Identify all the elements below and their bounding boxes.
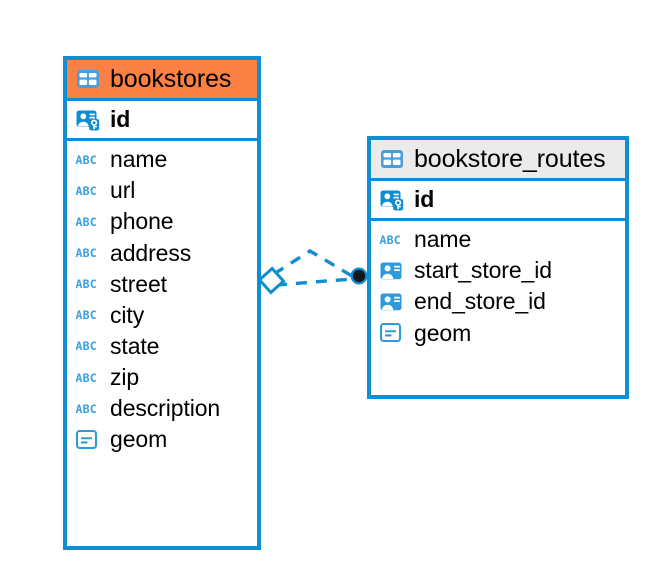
field-row-geom[interactable]: geom [371, 318, 625, 349]
svg-text:ABC: ABC [76, 371, 97, 385]
field-row-zip[interactable]: ABC zip [67, 362, 257, 393]
table-icon [379, 146, 405, 172]
field-label-end-store-id: end_store_id [414, 288, 546, 315]
field-label-start-store-id: start_store_id [414, 257, 552, 284]
text-field-icon: ABC [379, 229, 405, 251]
diamond-marker [257, 266, 286, 295]
entity-bookstores-field-list: ABC name ABC url ABC p [67, 141, 257, 459]
entity-bookstore-routes-header[interactable]: bookstore_routes [371, 140, 625, 181]
entity-bookstore-routes-field-list: ABC name start_store_id [371, 221, 625, 353]
filled-circle-marker [350, 267, 368, 285]
field-row-name[interactable]: ABC name [67, 144, 257, 175]
field-label-name: name [414, 226, 472, 253]
table-icon [75, 66, 101, 92]
field-label-id: id [110, 106, 131, 132]
primary-key-icon [379, 187, 405, 213]
field-row-phone[interactable]: ABC phone [67, 206, 257, 237]
field-label-street: street [110, 270, 167, 297]
svg-text:ABC: ABC [76, 308, 97, 322]
field-row-id[interactable]: id [371, 181, 625, 222]
field-label-description: description [110, 395, 221, 422]
text-field-icon: ABC [75, 273, 101, 295]
foreign-key-icon [379, 259, 405, 283]
entity-bookstore-routes[interactable]: bookstore_routes id [367, 136, 629, 399]
text-field-icon: ABC [75, 367, 101, 389]
field-label-zip: zip [110, 364, 140, 390]
field-row-geom[interactable]: geom [67, 424, 257, 455]
foreign-key-icon [379, 290, 405, 314]
field-label-geom: geom [414, 319, 472, 346]
field-label-name: name [110, 146, 168, 173]
field-label-state: state [110, 332, 160, 359]
field-row-state[interactable]: ABC state [67, 331, 257, 362]
geometry-field-icon [75, 428, 101, 452]
field-label-url: url [110, 177, 136, 204]
field-label-address: address [110, 239, 192, 266]
svg-text:ABC: ABC [76, 153, 97, 167]
field-label-phone: phone [110, 208, 174, 235]
field-row-description[interactable]: ABC description [67, 393, 257, 424]
text-field-icon: ABC [75, 335, 101, 357]
entity-bookstores-header[interactable]: bookstores [67, 60, 257, 101]
field-row-end-store-id[interactable]: end_store_id [371, 286, 625, 317]
field-row-address[interactable]: ABC address [67, 238, 257, 269]
text-field-icon: ABC [75, 304, 101, 326]
svg-text:ABC: ABC [76, 184, 97, 198]
text-field-icon: ABC [75, 149, 101, 171]
field-label-id: id [414, 186, 435, 212]
text-field-icon: ABC [75, 211, 101, 233]
relationship-line-upper [273, 249, 353, 278]
text-field-icon: ABC [75, 242, 101, 264]
field-row-id[interactable]: id [67, 101, 257, 142]
text-field-icon: ABC [75, 180, 101, 202]
entity-bookstore-routes-title: bookstore_routes [414, 145, 606, 173]
field-row-name[interactable]: ABC name [371, 224, 625, 255]
svg-text:ABC: ABC [76, 339, 97, 353]
field-row-url[interactable]: ABC url [67, 175, 257, 206]
svg-text:ABC: ABC [76, 402, 97, 416]
relationship-line-lower [275, 277, 353, 287]
svg-text:ABC: ABC [76, 246, 97, 260]
field-row-start-store-id[interactable]: start_store_id [371, 255, 625, 286]
text-field-icon: ABC [75, 398, 101, 420]
field-label-city: city [110, 301, 145, 328]
entity-bookstores-title: bookstores [110, 65, 232, 93]
entity-bookstores[interactable]: bookstores id [63, 56, 261, 550]
svg-text:ABC: ABC [76, 215, 97, 229]
field-row-street[interactable]: ABC street [67, 269, 257, 300]
svg-text:ABC: ABC [76, 277, 97, 291]
field-label-geom: geom [110, 426, 168, 453]
svg-text:ABC: ABC [380, 233, 401, 247]
primary-key-icon [75, 107, 101, 133]
field-row-city[interactable]: ABC city [67, 300, 257, 331]
geometry-field-icon [379, 321, 405, 345]
